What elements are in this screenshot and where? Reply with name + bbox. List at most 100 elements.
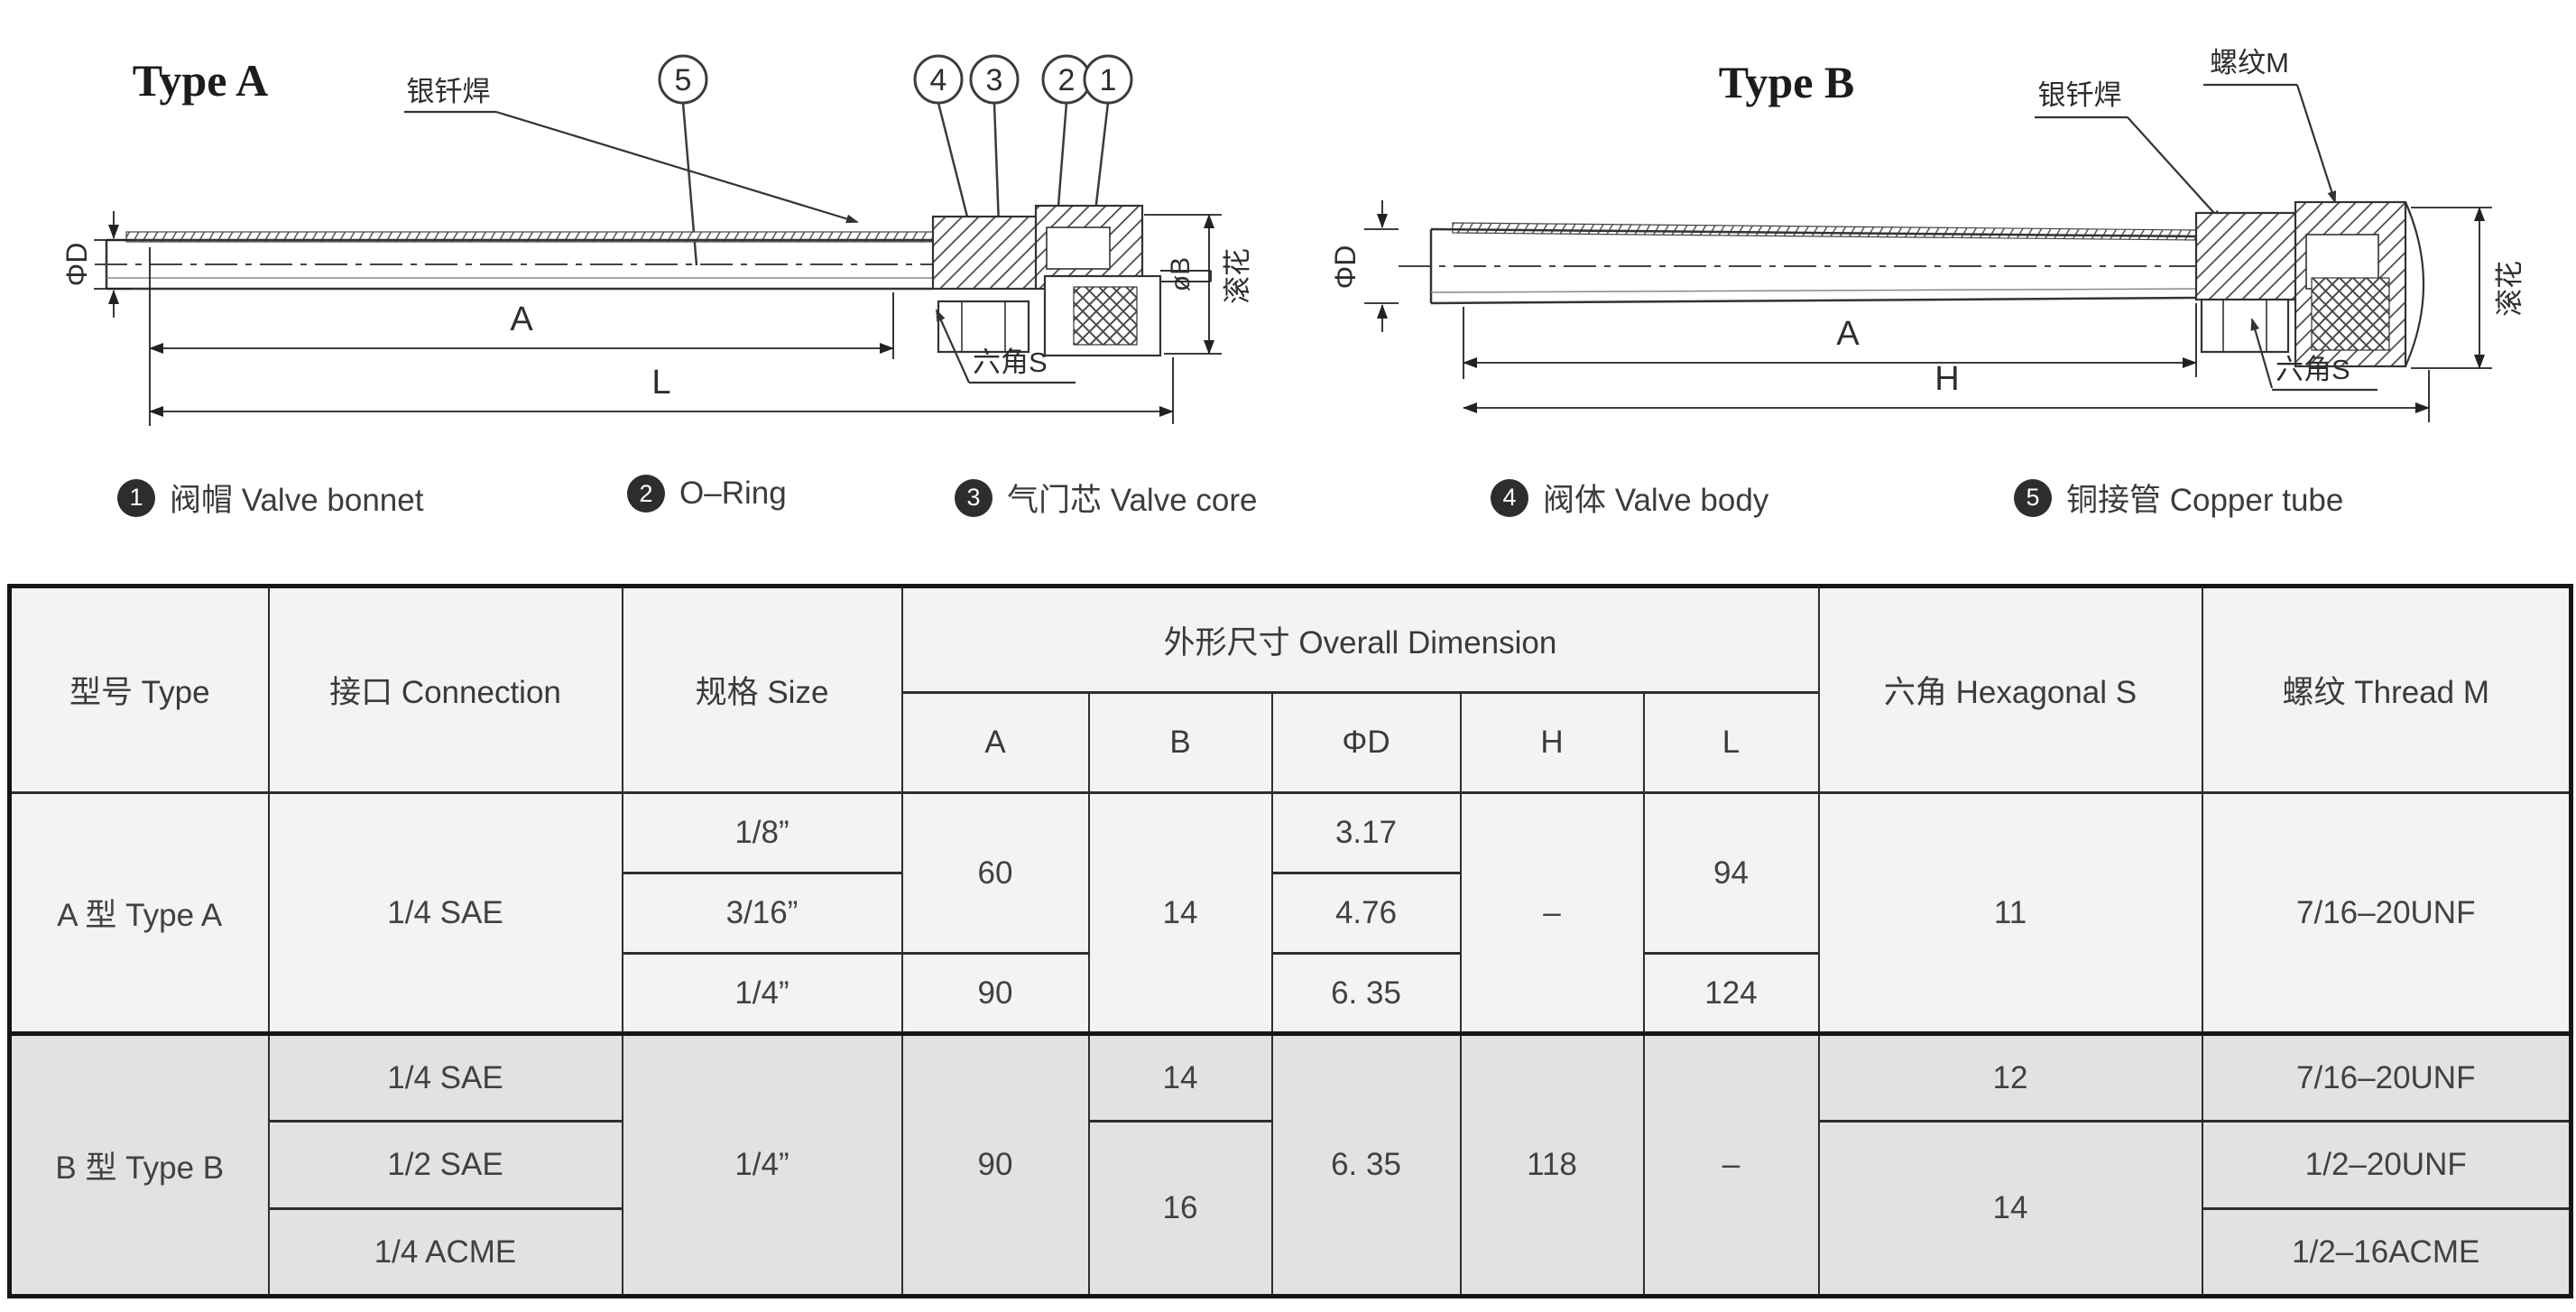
callout-4: 4 — [930, 63, 947, 97]
dim-d-label: ΦD — [1329, 245, 1362, 290]
cell-type-a-b: 14 — [1087, 791, 1273, 1035]
legend-label-5: 铜接管 Copper tube — [2066, 483, 2344, 518]
cell-type-b-label: B 型 Type B — [8, 1031, 270, 1298]
brazing-leader — [2035, 115, 2223, 223]
cell-type-b-phid: 6. 35 — [1270, 1031, 1462, 1298]
legend-badge-5: 5 — [2014, 478, 2052, 517]
header-hexagonal-s: 六角 Hexagonal S — [1817, 585, 2203, 794]
type-a-drawing: Type A 5 4 3 2 1 银钎焊 — [60, 54, 1253, 426]
cell-type-a-hex: 11 — [1817, 791, 2203, 1035]
cell-type-b-b-16: 16 — [1087, 1120, 1273, 1298]
header-size: 规格 Size — [621, 585, 903, 794]
header-sub-h: H — [1459, 691, 1645, 794]
cell-type-a-h: – — [1459, 791, 1645, 1035]
dim-d-label: ΦD — [60, 243, 93, 287]
dim-a-label: A — [1836, 315, 1860, 353]
callout-5: 5 — [675, 63, 692, 97]
cell-type-a-l-94: 94 — [1642, 791, 1820, 955]
spec-table: 型号 Type 接口 Connection 规格 Size 外形尺寸 Overa… — [7, 584, 2573, 1298]
brazing-label: 银钎焊 — [407, 76, 491, 107]
legend-item-o-ring: 2 O–Ring — [627, 475, 787, 513]
hex-s-leader — [2250, 318, 2377, 392]
header-sub-l: L — [1642, 691, 1820, 794]
cell-type-b-thread-2: 1/2–20UNF — [2201, 1120, 2572, 1210]
valve-assembly — [931, 204, 1212, 357]
cell-type-b-size: 1/4” — [621, 1031, 903, 1298]
thread-m-label: 螺纹M — [2210, 47, 2289, 79]
thread-m-leader — [2203, 83, 2337, 204]
cell-type-a-size-2: 3/16” — [621, 872, 903, 955]
legend-badge-2: 2 — [627, 475, 665, 513]
type-a-title: Type A — [133, 55, 269, 106]
dim-a-label: A — [510, 300, 533, 338]
cell-type-a-label: A 型 Type A — [8, 791, 270, 1035]
cell-type-b-connection-2: 1/2 SAE — [267, 1120, 623, 1210]
tube-outline — [95, 231, 1000, 291]
hex-s-label: 六角S — [973, 346, 1048, 378]
callout-2: 2 — [1058, 63, 1076, 97]
cell-type-a-a-60: 60 — [900, 791, 1090, 955]
cell-type-b-a: 90 — [900, 1031, 1090, 1298]
header-connection: 接口 Connection — [267, 585, 623, 794]
dim-l-lines — [149, 357, 1174, 424]
cell-type-b-hex-12: 12 — [1817, 1031, 2203, 1123]
header-sub-b: B — [1087, 691, 1273, 794]
dim-a-lines — [149, 247, 894, 426]
legend-item-valve-body: 4 阀体 Valve body — [1491, 475, 1768, 521]
header-thread-m: 螺纹 Thread M — [2201, 585, 2572, 794]
header-sub-phid: ΦD — [1270, 691, 1462, 794]
legend-label-1: 阀帽 Valve bonnet — [170, 483, 424, 518]
cell-type-a-phid-3: 6. 35 — [1270, 952, 1462, 1035]
dim-d-lines — [94, 211, 132, 318]
cell-type-a-thread: 7/16–20UNF — [2201, 791, 2572, 1035]
dim-h-label: H — [1934, 360, 1959, 398]
dim-h-lines — [1463, 370, 2430, 422]
brazing-leader — [404, 110, 859, 224]
knurl-dim-lines — [2411, 207, 2492, 369]
header-sub-a: A — [900, 691, 1090, 794]
tube-outline — [1399, 222, 2260, 305]
header-overall-dimension: 外形尺寸 Overall Dimension — [900, 585, 1820, 694]
dim-l-label: L — [651, 364, 670, 402]
cell-type-a-l-124: 124 — [1642, 952, 1820, 1035]
knurl-label: 滚花 — [1222, 248, 1253, 304]
cell-type-b-hex-14: 14 — [1817, 1120, 2203, 1298]
legend-label-4: 阀体 Valve body — [1543, 483, 1769, 518]
dim-b-lines — [1144, 214, 1222, 355]
brazing-label: 银钎焊 — [2038, 79, 2122, 111]
legend-item-valve-bonnet: 1 阀帽 Valve bonnet — [117, 475, 423, 521]
type-b-drawing: Type B 银钎焊 螺纹M 滚花 — [1329, 47, 2525, 422]
cell-type-a-phid-2: 4.76 — [1270, 872, 1462, 955]
hex-s-label: 六角S — [2276, 354, 2350, 385]
dim-d-lines — [1364, 200, 1399, 332]
knurl-label: 滚花 — [2494, 261, 2525, 317]
header-type: 型号 Type — [8, 585, 270, 794]
legend-item-valve-core: 3 气门芯 Valve core — [955, 475, 1258, 521]
cell-type-b-connection-1: 1/4 SAE — [267, 1031, 623, 1123]
dim-a-lines — [1463, 303, 2197, 379]
type-b-title: Type B — [1719, 57, 1855, 107]
cell-type-b-b-14: 14 — [1087, 1031, 1273, 1123]
legend-item-copper-tube: 5 铜接管 Copper tube — [2014, 475, 2343, 521]
legend-badge-4: 4 — [1491, 478, 1528, 517]
legend-badge-3: 3 — [955, 478, 993, 517]
callout-balloons: 5 4 3 2 1 — [658, 54, 1133, 105]
valve-assembly — [2194, 200, 2425, 368]
cell-type-a-size-1: 1/8” — [621, 791, 903, 874]
callout-1: 1 — [1100, 63, 1117, 97]
legend-label-3: 气门芯 Valve core — [1007, 483, 1258, 518]
hex-s-leader — [935, 309, 1076, 384]
dim-b-label: øB — [1166, 257, 1196, 291]
cell-type-a-phid-1: 3.17 — [1270, 791, 1462, 874]
cell-type-b-h: 118 — [1459, 1031, 1645, 1298]
cell-type-a-a-90: 90 — [900, 952, 1090, 1035]
callout-3: 3 — [986, 63, 1003, 97]
cell-type-b-l: – — [1642, 1031, 1820, 1298]
cell-type-b-thread-3: 1/2–16ACME — [2201, 1207, 2572, 1298]
legend-badge-1: 1 — [117, 478, 155, 517]
legend-label-2: O–Ring — [679, 476, 787, 511]
cell-type-a-connection: 1/4 SAE — [267, 791, 623, 1035]
cell-type-b-thread-1: 7/16–20UNF — [2201, 1031, 2572, 1123]
cell-type-a-size-3: 1/4” — [621, 952, 903, 1035]
cell-type-b-connection-3: 1/4 ACME — [267, 1207, 623, 1298]
